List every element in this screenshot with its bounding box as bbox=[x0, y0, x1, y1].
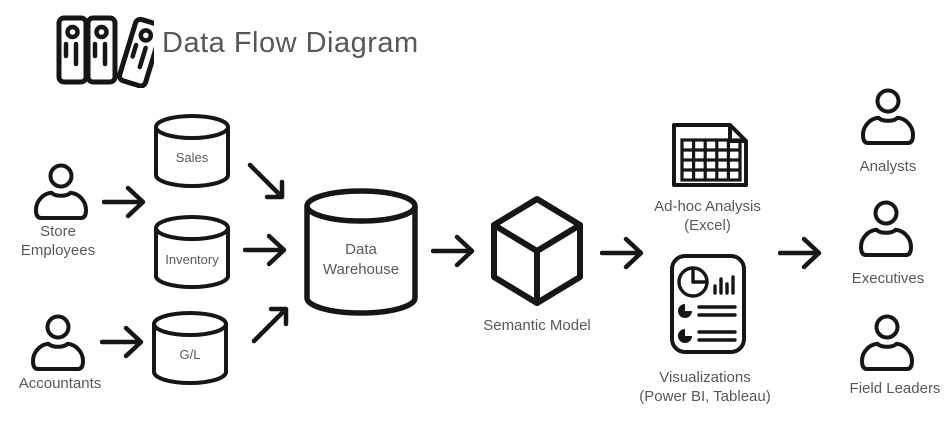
arrow-right-icon bbox=[778, 235, 826, 271]
field-leaders-label: Field Leaders bbox=[849, 380, 941, 397]
data-warehouse-label-line1: Data bbox=[345, 241, 377, 258]
store-employees-label-line1: Store bbox=[40, 223, 76, 240]
arrow-right-icon bbox=[243, 232, 291, 268]
database-inventory-label: Inventory bbox=[165, 252, 219, 267]
arrow-right-icon bbox=[431, 233, 479, 269]
analysts-label: Analysts bbox=[859, 158, 917, 175]
database-gl: G/L bbox=[150, 310, 230, 388]
data-warehouse-label: Data Warehouse bbox=[303, 240, 419, 280]
arrow-right-icon bbox=[100, 324, 148, 360]
data-warehouse-label-line2: Warehouse bbox=[322, 261, 400, 278]
warehouse-cylinder-icon bbox=[304, 188, 418, 316]
database-sales-label: Sales bbox=[175, 150, 209, 165]
books-icon bbox=[54, 4, 154, 88]
report-icon bbox=[669, 253, 747, 355]
visualizations-label-line2: (Power BI, Tableau) bbox=[639, 388, 771, 405]
semantic-model-label: Semantic Model bbox=[483, 317, 591, 334]
person-icon bbox=[858, 200, 914, 258]
person-icon bbox=[860, 88, 916, 146]
adhoc-analysis-label-line1: Ad-hoc Analysis bbox=[654, 198, 761, 215]
accountants-label: Accountants bbox=[18, 375, 102, 392]
database-cylinder-icon bbox=[152, 311, 228, 385]
arrow-right-icon bbox=[102, 184, 150, 220]
spreadsheet-icon bbox=[668, 122, 752, 190]
database-cylinder-icon bbox=[154, 114, 230, 188]
store-employees-label-line2: Employees bbox=[20, 242, 96, 259]
database-sales: Sales bbox=[152, 113, 232, 191]
person-icon bbox=[859, 314, 915, 372]
cube-icon bbox=[489, 194, 585, 310]
arrow-right-icon bbox=[600, 235, 648, 271]
data-warehouse: Data Warehouse bbox=[303, 188, 419, 318]
adhoc-analysis-label-line2: (Excel) bbox=[684, 217, 731, 234]
database-cylinder-icon bbox=[154, 215, 230, 289]
store-employees-label: Store Employees bbox=[2, 222, 114, 260]
database-inventory: Inventory bbox=[152, 214, 232, 292]
page-title: Data Flow Diagram bbox=[162, 27, 419, 59]
adhoc-analysis-label: Ad-hoc Analysis (Excel) bbox=[645, 197, 770, 235]
executives-label: Executives bbox=[851, 270, 925, 287]
visualizations-label-line1: Visualizations bbox=[659, 369, 751, 386]
visualizations-label: Visualizations (Power BI, Tableau) bbox=[630, 368, 780, 406]
arrow-up-right-icon bbox=[249, 300, 295, 346]
person-icon bbox=[33, 163, 89, 221]
database-gl-label: G/L bbox=[179, 347, 201, 362]
arrow-down-right-icon bbox=[245, 160, 291, 206]
person-icon bbox=[30, 314, 86, 372]
